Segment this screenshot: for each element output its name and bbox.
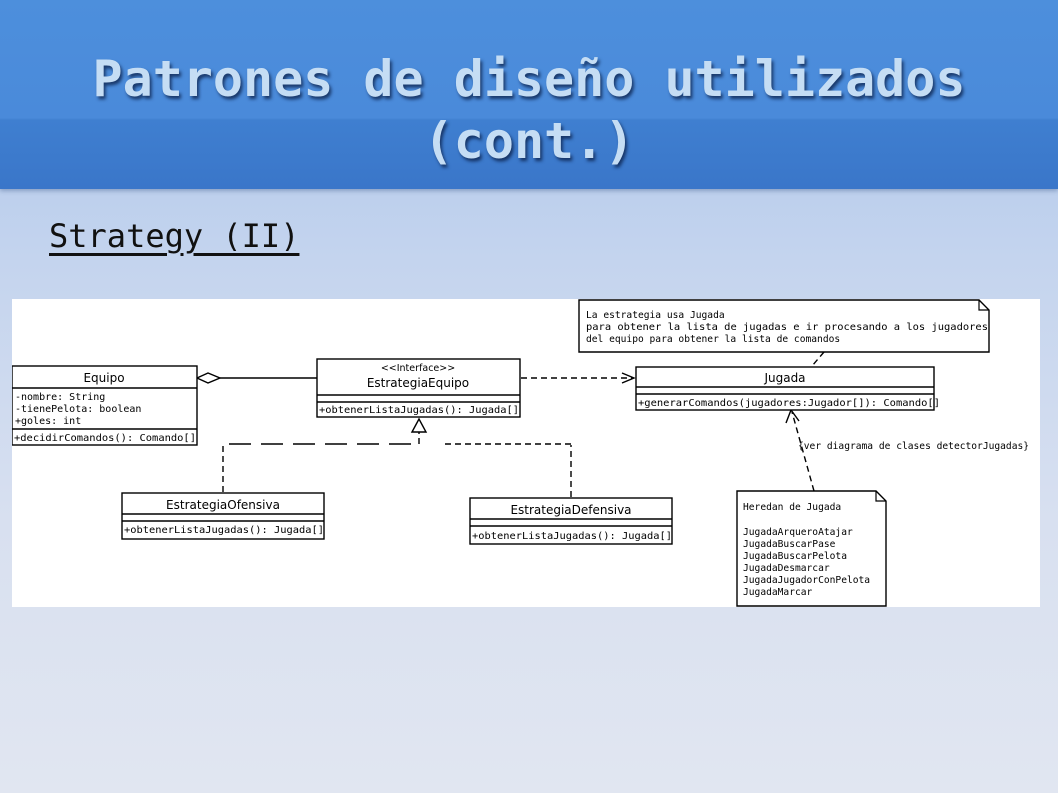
class-equipo-attribute: +goles: int xyxy=(15,416,81,427)
slide-title: Patrones de diseño utilizados (cont.) xyxy=(0,48,1058,172)
class-estrategia-ofensiva: EstrategiaOfensiva +obtenerListaJugadas(… xyxy=(121,492,325,540)
slide-title-line1: Patrones de diseño utilizados xyxy=(92,50,966,108)
class-equipo-attribute: -tienePelota: boolean xyxy=(15,404,141,415)
note-jugadas-line: JugadaArqueroAtajar xyxy=(743,527,853,538)
interface-estrategia-equipo: <<Interface>> EstrategiaEquipo +obtenerL… xyxy=(316,358,521,418)
class-equipo-name: Equipo xyxy=(83,371,124,385)
detector-jugadas-annotation: {ver diagrama de clases detectorJugadas} xyxy=(798,441,1029,452)
realization-triangle-icon xyxy=(410,417,428,433)
note-strategy-line: La estrategia usa Jugada xyxy=(586,310,725,321)
class-equipo: Equipo -nombre: String -tienePelota: boo… xyxy=(12,365,198,446)
slide-subtitle: Strategy (II) xyxy=(49,217,300,255)
class-jugada: Jugada +generarComandos(jugadores:Jugado… xyxy=(635,366,940,411)
interface-estrategia-equipo-name: EstrategiaEquipo xyxy=(367,376,469,390)
class-jugada-box xyxy=(635,366,935,411)
note-strategy-line: para obtener la lista de jugadas e ir pr… xyxy=(586,322,988,333)
class-jugada-name: Jugada xyxy=(763,371,805,385)
note-strategy-line: del equipo para obtener la lista de coma… xyxy=(586,334,840,345)
class-equipo-operation: +decidirComandos(): Comando[] xyxy=(14,433,196,444)
note-fold-icon xyxy=(978,300,989,311)
title-bar: Patrones de diseño utilizados (cont.) xyxy=(0,0,1058,189)
interface-stereotype: <<Interface>> xyxy=(381,363,455,374)
note-jugadas-line: JugadaDesmarcar xyxy=(743,563,830,574)
note-jugadas-line: JugadaMarcar xyxy=(743,587,813,598)
note-jugadas-line: JugadaJugadorConPelota xyxy=(743,575,870,586)
slide-title-line2: (cont.) xyxy=(423,112,635,170)
uml-diagram-canvas: Equipo -nombre: String -tienePelota: boo… xyxy=(12,299,1029,607)
note-strategy-box xyxy=(578,299,990,353)
uml-diagram: Equipo -nombre: String -tienePelota: boo… xyxy=(12,299,1040,607)
class-estrategia-defensiva: EstrategiaDefensiva +obtenerListaJugadas… xyxy=(469,497,673,545)
aggregation-diamond-icon xyxy=(195,372,222,384)
inheritance-note-dependency-line xyxy=(791,411,815,492)
note-jugadas-line: JugadaBuscarPelota xyxy=(743,551,847,562)
class-estrategia-defensiva-operation: +obtenerListaJugadas(): Jugada[] xyxy=(472,531,672,542)
class-estrategia-defensiva-box xyxy=(469,497,673,545)
note-jugadas-line: Heredan de Jugada xyxy=(743,502,841,513)
class-estrategia-ofensiva-operation: +obtenerListaJugadas(): Jugada[] xyxy=(124,525,324,536)
class-estrategia-ofensiva-box xyxy=(121,492,325,540)
inheritance-note-arrowhead-icon xyxy=(785,408,800,424)
note-jugadas-line: JugadaBuscarPase xyxy=(743,539,836,550)
interface-operation: +obtenerListaJugadas(): Jugada[] xyxy=(319,405,519,416)
note-anchor-line xyxy=(811,351,825,367)
class-estrategia-defensiva-name: EstrategiaDefensiva xyxy=(510,503,631,517)
class-equipo-attribute: -nombre: String xyxy=(15,392,105,403)
class-equipo-box xyxy=(12,365,198,446)
interface-estrategia-equipo-box xyxy=(316,358,521,418)
note-jugadas-box xyxy=(736,490,887,607)
note-fold-icon xyxy=(875,491,886,502)
dependency-arrowhead-icon xyxy=(621,372,636,384)
note-strategy: La estrategia usa Jugada para obtener la… xyxy=(578,299,990,353)
class-estrategia-ofensiva-name: EstrategiaOfensiva xyxy=(166,498,280,512)
class-jugada-operation: +generarComandos(jugadores:Jugador[]): C… xyxy=(638,398,940,409)
note-jugadas: Heredan de Jugada JugadaArqueroAtajar Ju… xyxy=(736,490,887,607)
